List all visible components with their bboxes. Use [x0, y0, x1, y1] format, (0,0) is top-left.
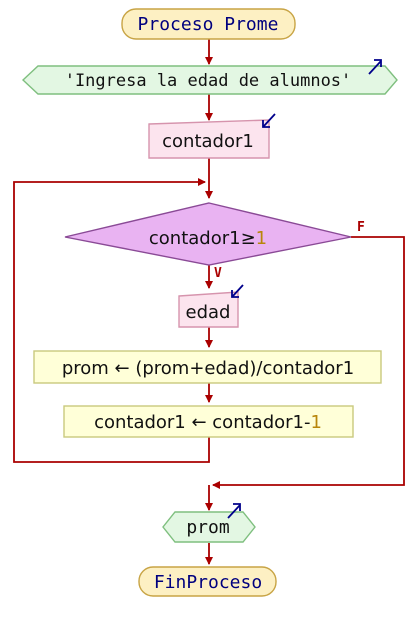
assign-contador-node: contador1 ← contador1-1 — [63, 405, 354, 438]
decision-var: contador1 — [149, 228, 241, 249]
input-arrow-icon — [231, 284, 244, 298]
assign-contador-text: contador1 ← contador1-1 — [94, 412, 322, 433]
edge-loop-back — [13, 178, 210, 463]
branch-true-label: V — [214, 266, 222, 281]
assign-prom-text: prom ← (prom+edad)/contador1 — [62, 358, 354, 379]
decision-num: 1 — [256, 228, 267, 249]
start-label: Proceso Prome — [138, 14, 279, 35]
write-prompt-node: 'Ingresa la edad de alumnos' — [21, 59, 398, 95]
connectors — [13, 38, 405, 565]
read-contador-text: contador1 — [162, 131, 254, 152]
write-prom-node: prom — [162, 503, 256, 543]
decision-op: ≥ — [241, 228, 256, 249]
edge-decision-false — [212, 236, 405, 489]
write-prom-text: prom — [186, 517, 229, 538]
read-edad-text: edad — [186, 302, 231, 323]
output-arrow-icon — [227, 503, 241, 519]
assign-contador-num: 1 — [310, 412, 321, 433]
end-terminal: FinProceso — [138, 566, 277, 597]
assign-prom-node: prom ← (prom+edad)/contador1 — [33, 350, 382, 384]
branch-false-label: F — [357, 220, 365, 235]
output-arrow-icon — [368, 59, 382, 75]
read-edad-node: edad — [178, 284, 244, 328]
assign-contador-lhs: contador1 ← contador1- — [94, 412, 310, 433]
decision-condition: contador1≥1 — [149, 228, 267, 249]
write-prompt-text: 'Ingresa la edad de alumnos' — [65, 71, 352, 91]
read-contador-node: contador1 — [148, 113, 276, 159]
decision-node: contador1≥1 V F — [64, 202, 365, 281]
start-terminal: Proceso Prome — [121, 8, 296, 40]
end-label: FinProceso — [154, 572, 262, 593]
input-arrow-icon — [262, 113, 276, 128]
